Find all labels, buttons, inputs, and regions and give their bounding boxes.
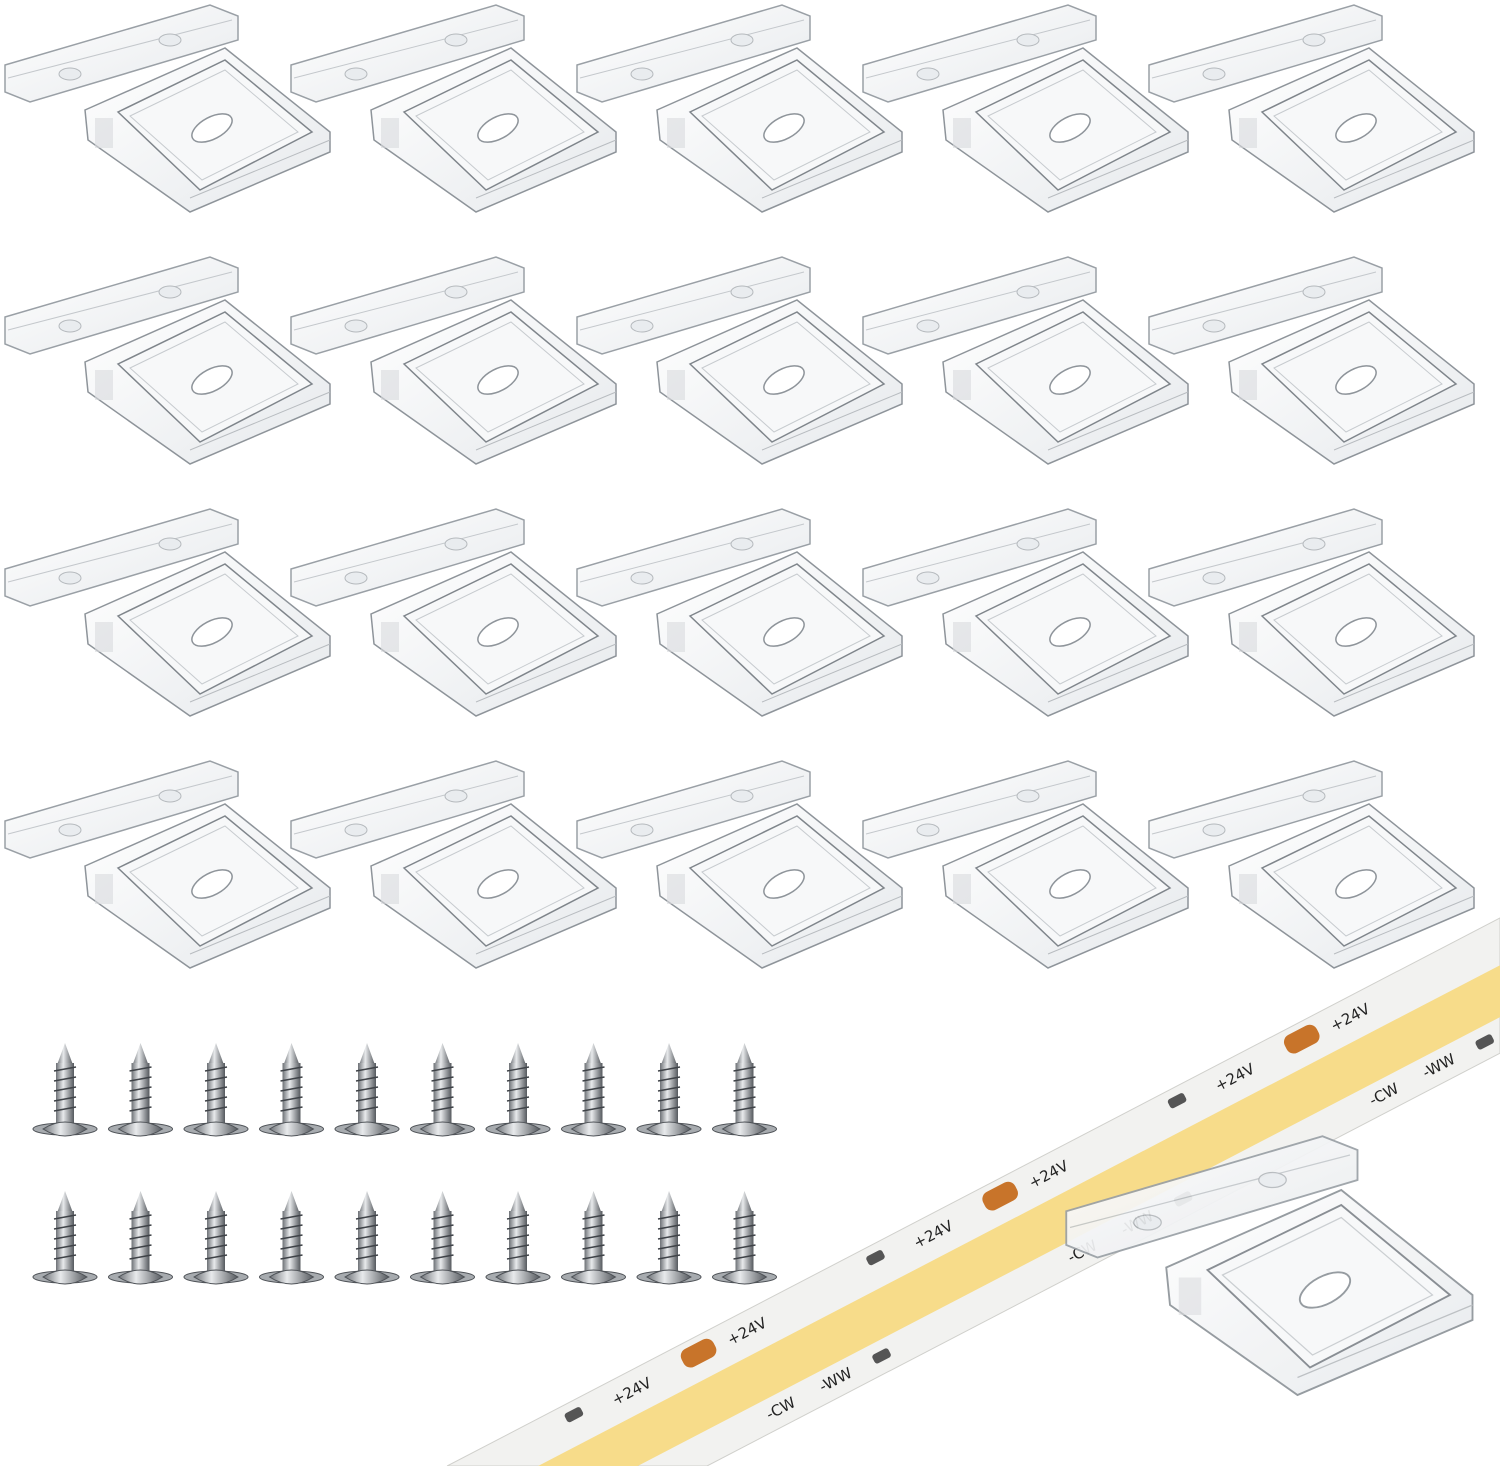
clip bbox=[1148, 256, 1475, 465]
screw bbox=[636, 1042, 702, 1137]
led-strip: +24V+24V-CW-WW+24V+24V-CW-WW+24V+24V-CW-… bbox=[446, 917, 1500, 1466]
clip bbox=[4, 760, 331, 969]
clip bbox=[4, 4, 331, 213]
clip bbox=[290, 4, 617, 213]
clip bbox=[290, 508, 617, 717]
clip bbox=[862, 4, 1189, 213]
clip bbox=[1148, 760, 1475, 969]
screw bbox=[183, 1042, 249, 1137]
clip bbox=[862, 508, 1189, 717]
screw bbox=[258, 1190, 325, 1285]
screw bbox=[107, 1190, 174, 1285]
clip bbox=[576, 760, 903, 969]
screw bbox=[409, 1190, 476, 1285]
clip bbox=[576, 256, 903, 465]
resistor bbox=[1167, 1093, 1187, 1109]
screw bbox=[32, 1042, 98, 1137]
screw bbox=[32, 1190, 98, 1285]
clip-grid bbox=[4, 4, 1475, 969]
screw bbox=[636, 1190, 702, 1285]
screw bbox=[107, 1042, 174, 1137]
screw bbox=[183, 1190, 249, 1285]
solder-pad bbox=[1283, 1024, 1320, 1054]
clip bbox=[1148, 4, 1475, 213]
screw bbox=[560, 1042, 627, 1137]
clip bbox=[1148, 508, 1475, 717]
screw bbox=[485, 1190, 551, 1285]
clip bbox=[862, 256, 1189, 465]
clip bbox=[576, 4, 903, 213]
clip bbox=[4, 508, 331, 717]
resistor bbox=[1475, 1034, 1494, 1050]
screw bbox=[258, 1042, 325, 1137]
resistor bbox=[866, 1250, 885, 1266]
clip bbox=[862, 760, 1189, 969]
led-strip-phosphor bbox=[538, 965, 1500, 1466]
resistor bbox=[564, 1407, 584, 1423]
led-strip-base bbox=[446, 917, 1500, 1466]
screw bbox=[711, 1042, 778, 1137]
clip bbox=[290, 256, 617, 465]
screw bbox=[334, 1190, 400, 1285]
clip bbox=[290, 760, 617, 969]
screw bbox=[334, 1042, 400, 1137]
screw bbox=[409, 1042, 476, 1137]
screw bbox=[485, 1042, 551, 1137]
clip bbox=[576, 508, 903, 717]
solder-pad bbox=[680, 1338, 717, 1368]
screw bbox=[560, 1190, 627, 1285]
solder-pad bbox=[982, 1181, 1018, 1211]
clip bbox=[4, 256, 331, 465]
resistor bbox=[872, 1348, 891, 1364]
screw bbox=[711, 1190, 778, 1285]
screw-grid bbox=[32, 1042, 778, 1285]
